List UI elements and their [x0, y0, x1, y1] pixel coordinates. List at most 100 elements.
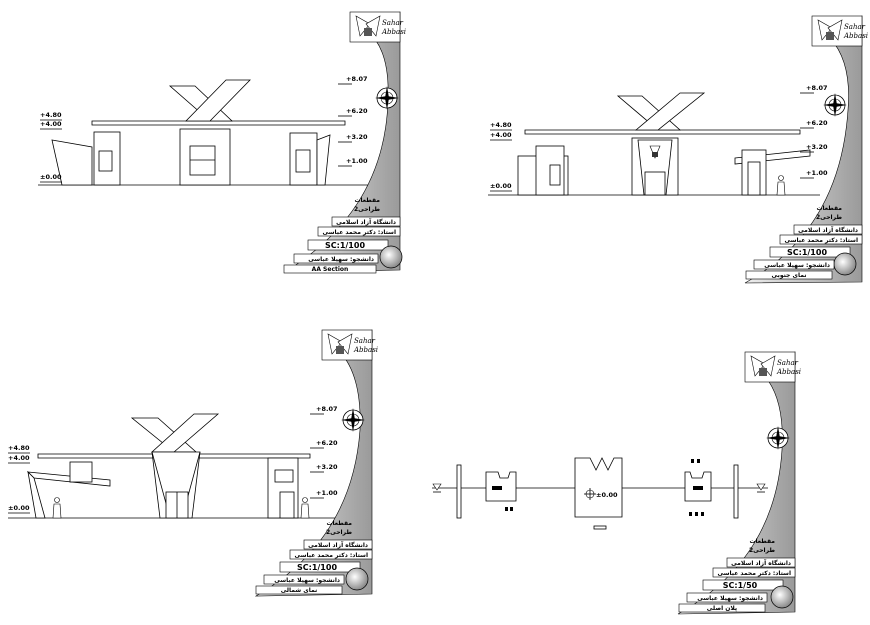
- left-beam: [26, 471, 111, 487]
- student-row: [686, 592, 768, 603]
- professor-name: استاد: دکتر محمد عباسی: [785, 237, 858, 244]
- sheet-aa-section: +8.07 +6.20 +3.20 +1.00 +4.80 +4.00 ±0.0…: [38, 11, 406, 274]
- title-disc: [345, 567, 369, 591]
- level-label: ±0.00: [40, 173, 62, 181]
- axis-marker-right-icon: [756, 483, 766, 493]
- student-name: دانشجو: سهیلا عباسی: [308, 256, 374, 263]
- scale-row: [702, 579, 784, 591]
- student-row: [263, 574, 345, 585]
- scale-label: SC:1/100: [787, 248, 827, 257]
- title-block: Sahar Abbasi مقطعات طراحی2 دانشگاه آزاد …: [677, 351, 801, 615]
- right-booth-head: [274, 469, 294, 483]
- level-marker-icon: [584, 488, 596, 500]
- left-booth-window: [549, 164, 561, 186]
- canopy-slab: [524, 129, 801, 135]
- professor-name: استاد: دکتر محمد عباسی: [323, 229, 396, 236]
- compass-rose-icon: [375, 86, 399, 110]
- logo-text: Sahar: [844, 23, 866, 31]
- student-name: دانشجو: سهیلا عباسی: [274, 577, 340, 584]
- compass-rose-icon: [341, 408, 365, 432]
- left-booth-head: [69, 461, 93, 483]
- right-booth-window: [295, 149, 311, 173]
- canopy-slab: [91, 120, 346, 126]
- professor-name: استاد: دکتر محمد عباسی: [718, 570, 791, 577]
- level-label: +4.00: [8, 454, 30, 462]
- central-block-plan: [574, 457, 623, 518]
- sheet-title: مقطعات: [749, 538, 775, 545]
- student-row: [753, 259, 835, 270]
- sheet-title: مقطعات: [326, 520, 352, 527]
- scale-label: SC:1/50: [723, 581, 758, 590]
- professor-row: [317, 226, 401, 237]
- level-label: +6.20: [806, 119, 828, 127]
- caption-row: [678, 603, 766, 613]
- logo-text: Sahar: [354, 337, 376, 345]
- sheet-caption: نمای شمالی: [281, 587, 318, 594]
- title-block: Sahar Abbasi مقطعات طراحی2 دانشگاه آزاد …: [744, 15, 868, 284]
- university-name: دانشگاه آزاد اسلامی: [336, 217, 396, 226]
- scale-row: [769, 246, 851, 258]
- logo-text: Abbasi: [776, 368, 801, 376]
- student-name: دانشجو: سهیلا عباسی: [764, 262, 830, 269]
- right-booth-door: [279, 491, 295, 519]
- sheet-south-elevation: +8.07 +6.20 +3.20 +1.00 +4.80 +4.00 ±0.0…: [488, 15, 868, 284]
- logo-text: Sahar: [777, 359, 799, 367]
- logo-text: Abbasi: [843, 32, 868, 40]
- caption-row: [255, 585, 343, 595]
- right-booth-door: [747, 161, 761, 196]
- axis-marker-left-icon: [432, 483, 442, 493]
- scale-row: [279, 561, 361, 573]
- compass-rose-icon: [766, 426, 790, 450]
- sheet-plan: ±0.00 Sahar Abbasi: [432, 351, 801, 615]
- logo-text: Abbasi: [353, 346, 378, 354]
- central-door: [644, 171, 666, 196]
- logo-text: Abbasi: [381, 28, 406, 36]
- title-disc: [770, 585, 794, 609]
- sheet-title: مقطعات: [354, 197, 380, 204]
- title-block: Sahar Abbasi مقطعات طراحی2 دانشگاه آزاد …: [283, 11, 406, 274]
- title-disc: [379, 245, 403, 269]
- right-barrier-post: [733, 464, 739, 519]
- university-name: دانشگاه آزاد اسلامی: [731, 558, 791, 567]
- caption-row: [283, 264, 377, 274]
- professor-name: استاد: دکتر محمد عباسی: [295, 552, 368, 559]
- professor-row: [289, 549, 373, 560]
- sheet-title: مقطعات: [816, 205, 842, 212]
- scale-label: SC:1/100: [325, 241, 365, 250]
- pillar-dots: [505, 507, 513, 511]
- sheet-caption: پلان اصلی: [707, 605, 737, 612]
- sheet-title: طراحی2: [816, 214, 842, 221]
- logo-text: Sahar: [382, 19, 404, 27]
- university-name: دانشگاه آزاد اسلامی: [798, 225, 858, 234]
- pillar-dots: [689, 459, 704, 516]
- x-roof-right-wing: [634, 92, 706, 131]
- level-label: +3.20: [346, 133, 368, 141]
- plan-desk: [492, 486, 502, 490]
- sheet-caption: AA Section: [312, 266, 349, 273]
- level-label: +4.80: [8, 444, 30, 452]
- caption-row: [745, 270, 833, 280]
- professor-row: [779, 234, 863, 245]
- level-label: +3.20: [316, 463, 338, 471]
- levels-right: +8.07 +6.20 +3.20 +1.00: [800, 84, 828, 179]
- university-row: [331, 216, 401, 227]
- sheet-title: طراحی2: [326, 529, 352, 536]
- right-fin: [316, 134, 331, 186]
- title-disc: [833, 252, 857, 276]
- level-label: ±0.00: [490, 182, 512, 190]
- scale-label: SC:1/100: [297, 563, 337, 572]
- level-label: +1.00: [316, 489, 338, 497]
- level-label: +8.07: [316, 405, 337, 413]
- levels-right: +8.07 +6.20 +3.20 +1.00: [310, 405, 338, 499]
- sheet-caption: نمای جنوبی: [772, 272, 807, 279]
- plan-level-label: ±0.00: [596, 491, 618, 499]
- level-label: +8.07: [806, 84, 827, 92]
- left-booth-window: [98, 150, 113, 172]
- level-label: +8.07: [346, 75, 367, 83]
- emblem-icon: [649, 145, 661, 159]
- university-row: [726, 557, 796, 568]
- level-label: +1.00: [806, 169, 828, 177]
- level-label: +4.00: [490, 131, 512, 139]
- left-barrier-post: [456, 464, 462, 519]
